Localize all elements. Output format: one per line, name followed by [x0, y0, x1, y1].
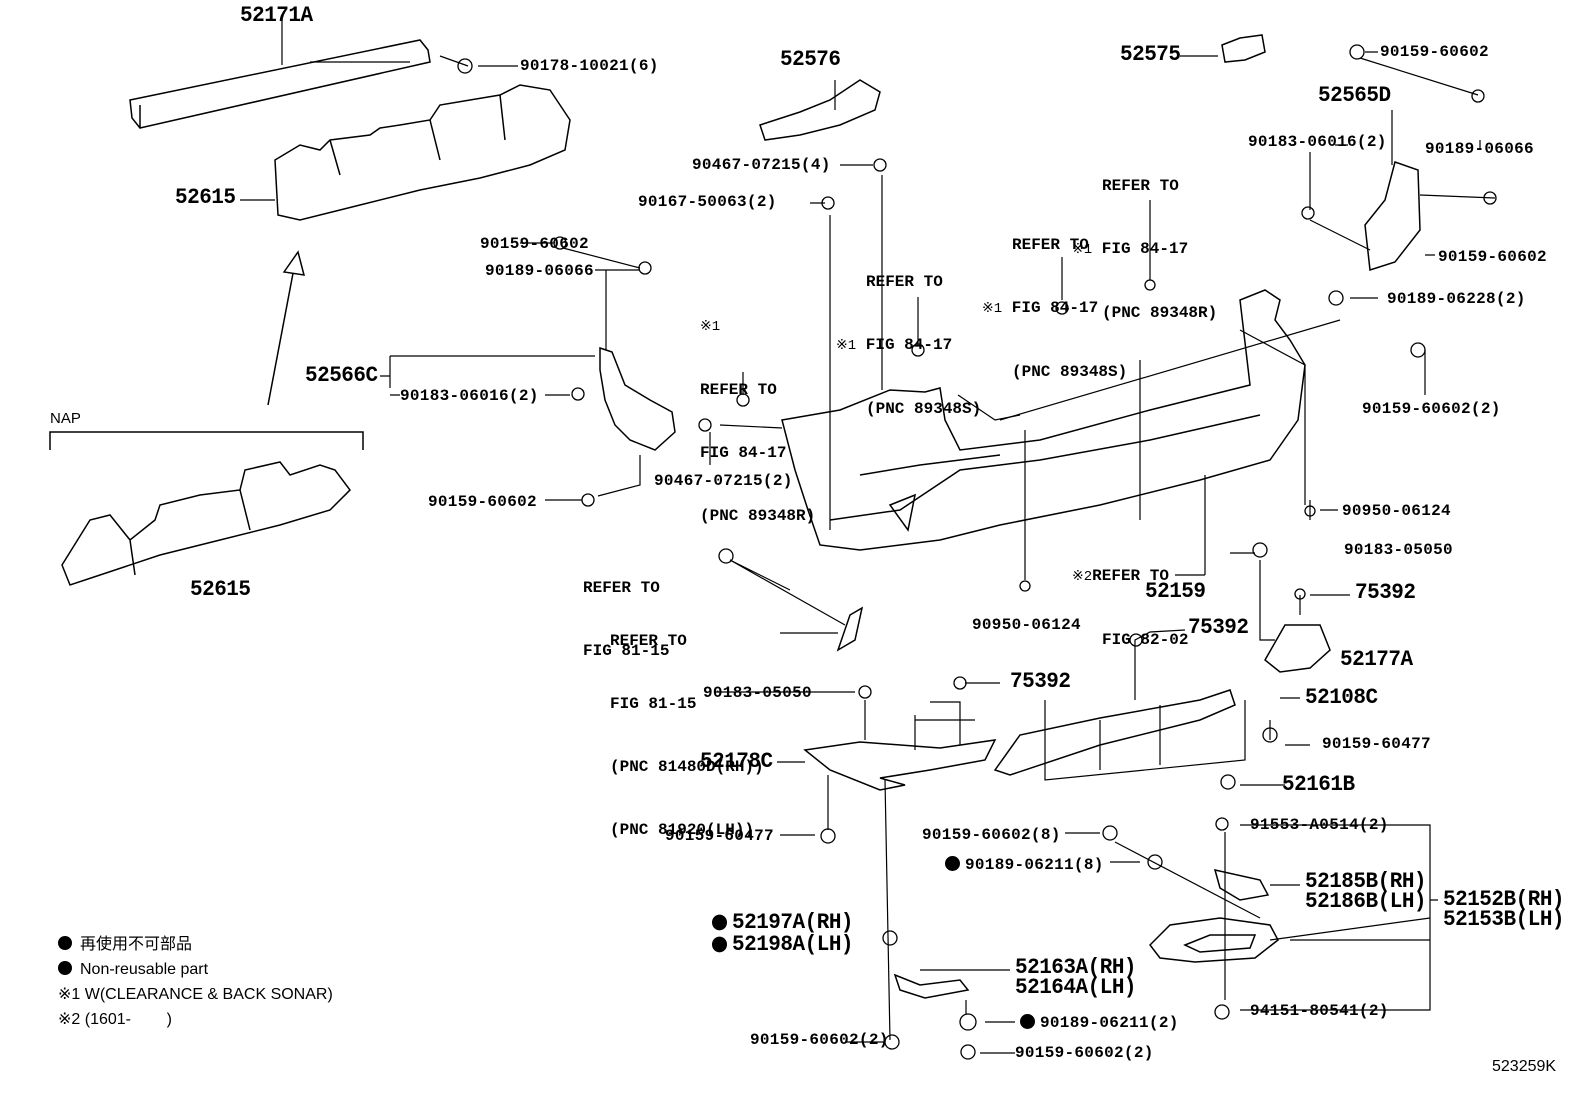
fastener-90189-06211[interactable]: 90189-06211(2) [1020, 1013, 1179, 1034]
lower-garnish-52108c [993, 689, 1236, 776]
refer-fig-82-02[interactable]: ※2REFER TO FIG 82-02 [1072, 567, 1189, 649]
legend-note2: ※2 (1601- ) [58, 1011, 172, 1028]
part-52159[interactable]: 52159 [1145, 580, 1206, 605]
part-52565d[interactable]: 52565D [1318, 84, 1391, 109]
refer-fig-81-15[interactable]: REFER TO FIG 81-15 [583, 579, 670, 660]
fastener-94151-80541[interactable]: 94151-80541(2) [1250, 1002, 1389, 1020]
part-52178c[interactable]: 52178C [700, 750, 773, 775]
fastener-90159-60602[interactable]: 90159-60602(2) [750, 1031, 889, 1049]
legend-en: Non-reusable part [58, 957, 333, 982]
garnish-52152b [1149, 917, 1279, 963]
figure-code: 523259K [1492, 1058, 1557, 1075]
fastener-90178-10021[interactable]: 90178-10021(6) [520, 57, 659, 75]
part-52153b[interactable]: 52153B(LH) [1443, 908, 1565, 933]
part-52164a[interactable]: 52164A(LH) [1015, 976, 1137, 1001]
part-52566c[interactable]: 52566C [305, 364, 378, 389]
refer-fig-84-17-89348r[interactable]: ※1 REFER TO FIG 84-17 (PNC 89348R) [700, 319, 816, 525]
part-52186b[interactable]: 52186B(LH) [1305, 890, 1427, 915]
refer-fig-84-17-89348r[interactable]: REFER TO ※1 FIG 84-17 (PNC 89348R) [1072, 177, 1218, 322]
fastener-90183-05050[interactable]: 90183-05050 [703, 684, 812, 702]
fastener-90950-06124[interactable]: 90950-06124 [1342, 502, 1451, 520]
bracket-52185b [1213, 868, 1270, 901]
energy-absorber-lower [61, 461, 351, 586]
fastener-90159-60602[interactable]: 90159-60602 [428, 493, 537, 511]
fastener-90159-60602[interactable]: 90159-60602(2) [1362, 400, 1501, 418]
fastener-90183-06016[interactable]: 90183-06016(2) [400, 387, 539, 405]
part-52152b[interactable]: 52152B(RH) [1443, 888, 1565, 913]
legend-note1: ※1 W(CLEARANCE & BACK SONAR) [58, 986, 333, 1003]
non-reusable-icon [1020, 1014, 1035, 1029]
fastener-90159-60477[interactable]: 90159-60477 [665, 827, 774, 845]
non-reusable-icon [712, 914, 727, 931]
fastener-90467-07215[interactable]: 90467-07215(2) [654, 472, 793, 490]
bumper-reinforcement [129, 39, 431, 129]
part-52615-upper[interactable]: 52615 [175, 186, 236, 211]
refer-fig-81-15-reflector[interactable]: REFER TO FIG 81-15 (PNC 81480D(RH)) (PNC… [610, 632, 764, 839]
fastener-90167-50063[interactable]: 90167-50063(2) [638, 193, 777, 211]
part-52576[interactable]: 52576 [780, 48, 841, 73]
garnish-52178c [803, 739, 997, 791]
fastener-90159-60602[interactable]: 90159-60602 [1380, 43, 1489, 61]
bracket-52566c [599, 346, 676, 451]
energy-absorber-upper [274, 84, 571, 221]
bracket-52575 [1221, 34, 1266, 63]
fastener-91553-a0514[interactable]: 91553-A0514(2) [1250, 816, 1389, 834]
non-reusable-icon [712, 936, 727, 953]
fastener-90159-60602[interactable]: 90159-60602 [480, 235, 589, 253]
fastener-90159-60602[interactable]: 90159-60602 [1438, 248, 1547, 266]
refer-fig-84-17-89348s[interactable]: REFER TO ※1 FIG 84-17 (PNC 89348S) [982, 236, 1128, 381]
non-reusable-icon [945, 856, 960, 871]
non-reusable-icon [58, 961, 72, 975]
part-75392-b[interactable]: 75392 [1188, 616, 1249, 641]
part-52161b[interactable]: 52161B [1282, 773, 1355, 798]
fastener-90189-06228[interactable]: 90189-06228(2) [1387, 290, 1526, 308]
part-52197a[interactable]: 52197A(RH) [712, 912, 854, 935]
fastener-90159-60602[interactable]: 90159-60602(2) [1015, 1044, 1154, 1062]
part-75392-c[interactable]: 75392 [1010, 670, 1071, 695]
bracket-52576 [759, 79, 881, 141]
nap-label: NAP [50, 410, 81, 427]
rear-bumper-cover [781, 289, 1306, 551]
part-75392-a[interactable]: 75392 [1355, 581, 1416, 606]
fastener-90189-06211[interactable]: 90189-06211(8) [945, 855, 1104, 876]
legend: 再使用不可部品 Non-reusable part ※1 W(CLEARANCE… [58, 932, 333, 1032]
fastener-90189-06066[interactable]: 90189-06066 [485, 262, 594, 280]
reflector [836, 606, 864, 652]
fastener-90183-05050[interactable]: 90183-05050 [1344, 541, 1453, 559]
part-52163a[interactable]: 52163A(RH) [1015, 956, 1137, 981]
nap-bracket [49, 431, 364, 450]
part-52171a[interactable]: 52171A [240, 4, 313, 29]
part-52185b[interactable]: 52185B(RH) [1305, 870, 1427, 895]
part-52177a[interactable]: 52177A [1340, 648, 1413, 673]
fastener-90467-07215[interactable]: 90467-07215(4) [692, 156, 831, 174]
fastener-90159-60477[interactable]: 90159-60477 [1322, 735, 1431, 753]
refer-fig-84-17-89348s[interactable]: REFER TO ※1 FIG 84-17 (PNC 89348S) [836, 273, 982, 418]
part-52108c[interactable]: 52108C [1305, 686, 1378, 711]
part-52198a[interactable]: 52198A(LH) [712, 934, 854, 957]
part-52615-lower[interactable]: 52615 [190, 578, 251, 603]
non-reusable-icon [58, 936, 72, 950]
bracket-52163a [893, 973, 970, 999]
fastener-90183-06016[interactable]: 90183-06016(2) [1248, 133, 1387, 151]
arrow [267, 267, 295, 406]
fastener-90189-06066[interactable]: 90189-06066 [1425, 140, 1534, 158]
bracket-52565d [1364, 161, 1421, 271]
part-52575[interactable]: 52575 [1120, 43, 1181, 68]
fastener-90159-60602[interactable]: 90159-60602(8) [922, 826, 1061, 844]
legend-jp: 再使用不可部品 [58, 932, 333, 957]
fastener-glyphs [457, 44, 1497, 1060]
bracket-52177a [1264, 624, 1331, 673]
fastener-90950-06124[interactable]: 90950-06124 [972, 616, 1081, 634]
leader-lines [240, 20, 1496, 1054]
